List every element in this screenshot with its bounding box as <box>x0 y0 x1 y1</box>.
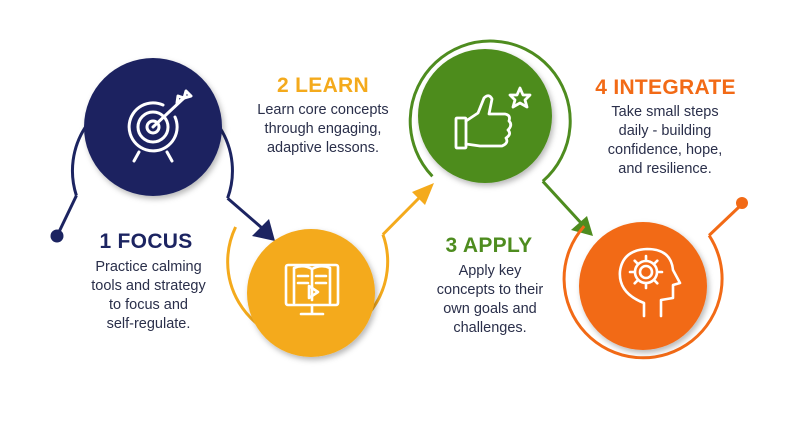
step-3-apply-graphic <box>408 39 593 236</box>
learn-to-apply-arrow <box>381 196 421 236</box>
step-3-title: 3 APPLY <box>445 234 533 257</box>
step-2-desc-line: adaptive lessons. <box>266 140 380 156</box>
focus-start-dot <box>50 229 64 243</box>
step-3-desc-line: challenges. <box>453 320 527 336</box>
step-4-description: Take small steps daily - building confid… <box>580 103 750 179</box>
step-1-desc-line: self-regulate. <box>106 316 191 332</box>
step-2-description: Learn core concepts through engaging, ad… <box>238 101 408 158</box>
step-2-title: 2 LEARN <box>277 74 369 97</box>
apply-outer-ring <box>408 39 572 183</box>
integrate-end-dot <box>736 197 748 209</box>
thumbs-up-star-icon <box>454 86 532 150</box>
apply-to-integrate-arrow <box>541 180 584 226</box>
step-2-learn-graphic <box>226 183 434 357</box>
step-4-desc-line: Take small steps <box>611 104 719 120</box>
focus-arrowhead <box>252 219 275 241</box>
step-2-desc-line: through engaging, <box>264 121 382 137</box>
step-1-title: 1 FOCUS <box>99 230 193 253</box>
step-1-desc-line: Practice calming <box>95 259 202 275</box>
step-4-title: 4 INTEGRATE <box>595 76 736 99</box>
step-3-desc-line: Apply key <box>458 263 522 279</box>
step-3-description: Apply key concepts to their own goals an… <box>410 262 570 338</box>
step-3-desc-line: concepts to their <box>436 282 544 298</box>
focus-connector-line <box>56 194 78 235</box>
step-1-desc-line: tools and strategy <box>91 278 206 294</box>
step-4-desc-line: confidence, hope, <box>607 142 723 158</box>
integrate-outer-ring <box>562 225 724 360</box>
learn-arrowhead <box>412 183 434 205</box>
focus-to-learn-arrow <box>226 197 263 230</box>
step-3-desc-line: own goals and <box>443 301 537 317</box>
step-1-description: Practice calming tools and strategy to f… <box>66 258 231 334</box>
apply-circle <box>418 49 552 183</box>
head-gear-icon <box>618 247 682 318</box>
integrate-connector-line <box>708 205 741 237</box>
target-arrow-icon <box>127 89 193 163</box>
step-4-desc-line: daily - building <box>618 123 712 139</box>
step-1-desc-line: to focus and <box>109 297 188 313</box>
step-1-focus-graphic <box>50 58 275 243</box>
step-4-integrate-graphic <box>562 197 748 360</box>
step-4-desc-line: and resilience. <box>618 161 712 177</box>
apply-arrowhead <box>571 216 593 236</box>
step-2-desc-line: Learn core concepts <box>257 102 389 118</box>
book-monitor-icon <box>284 263 340 316</box>
integrate-circle <box>579 222 707 350</box>
